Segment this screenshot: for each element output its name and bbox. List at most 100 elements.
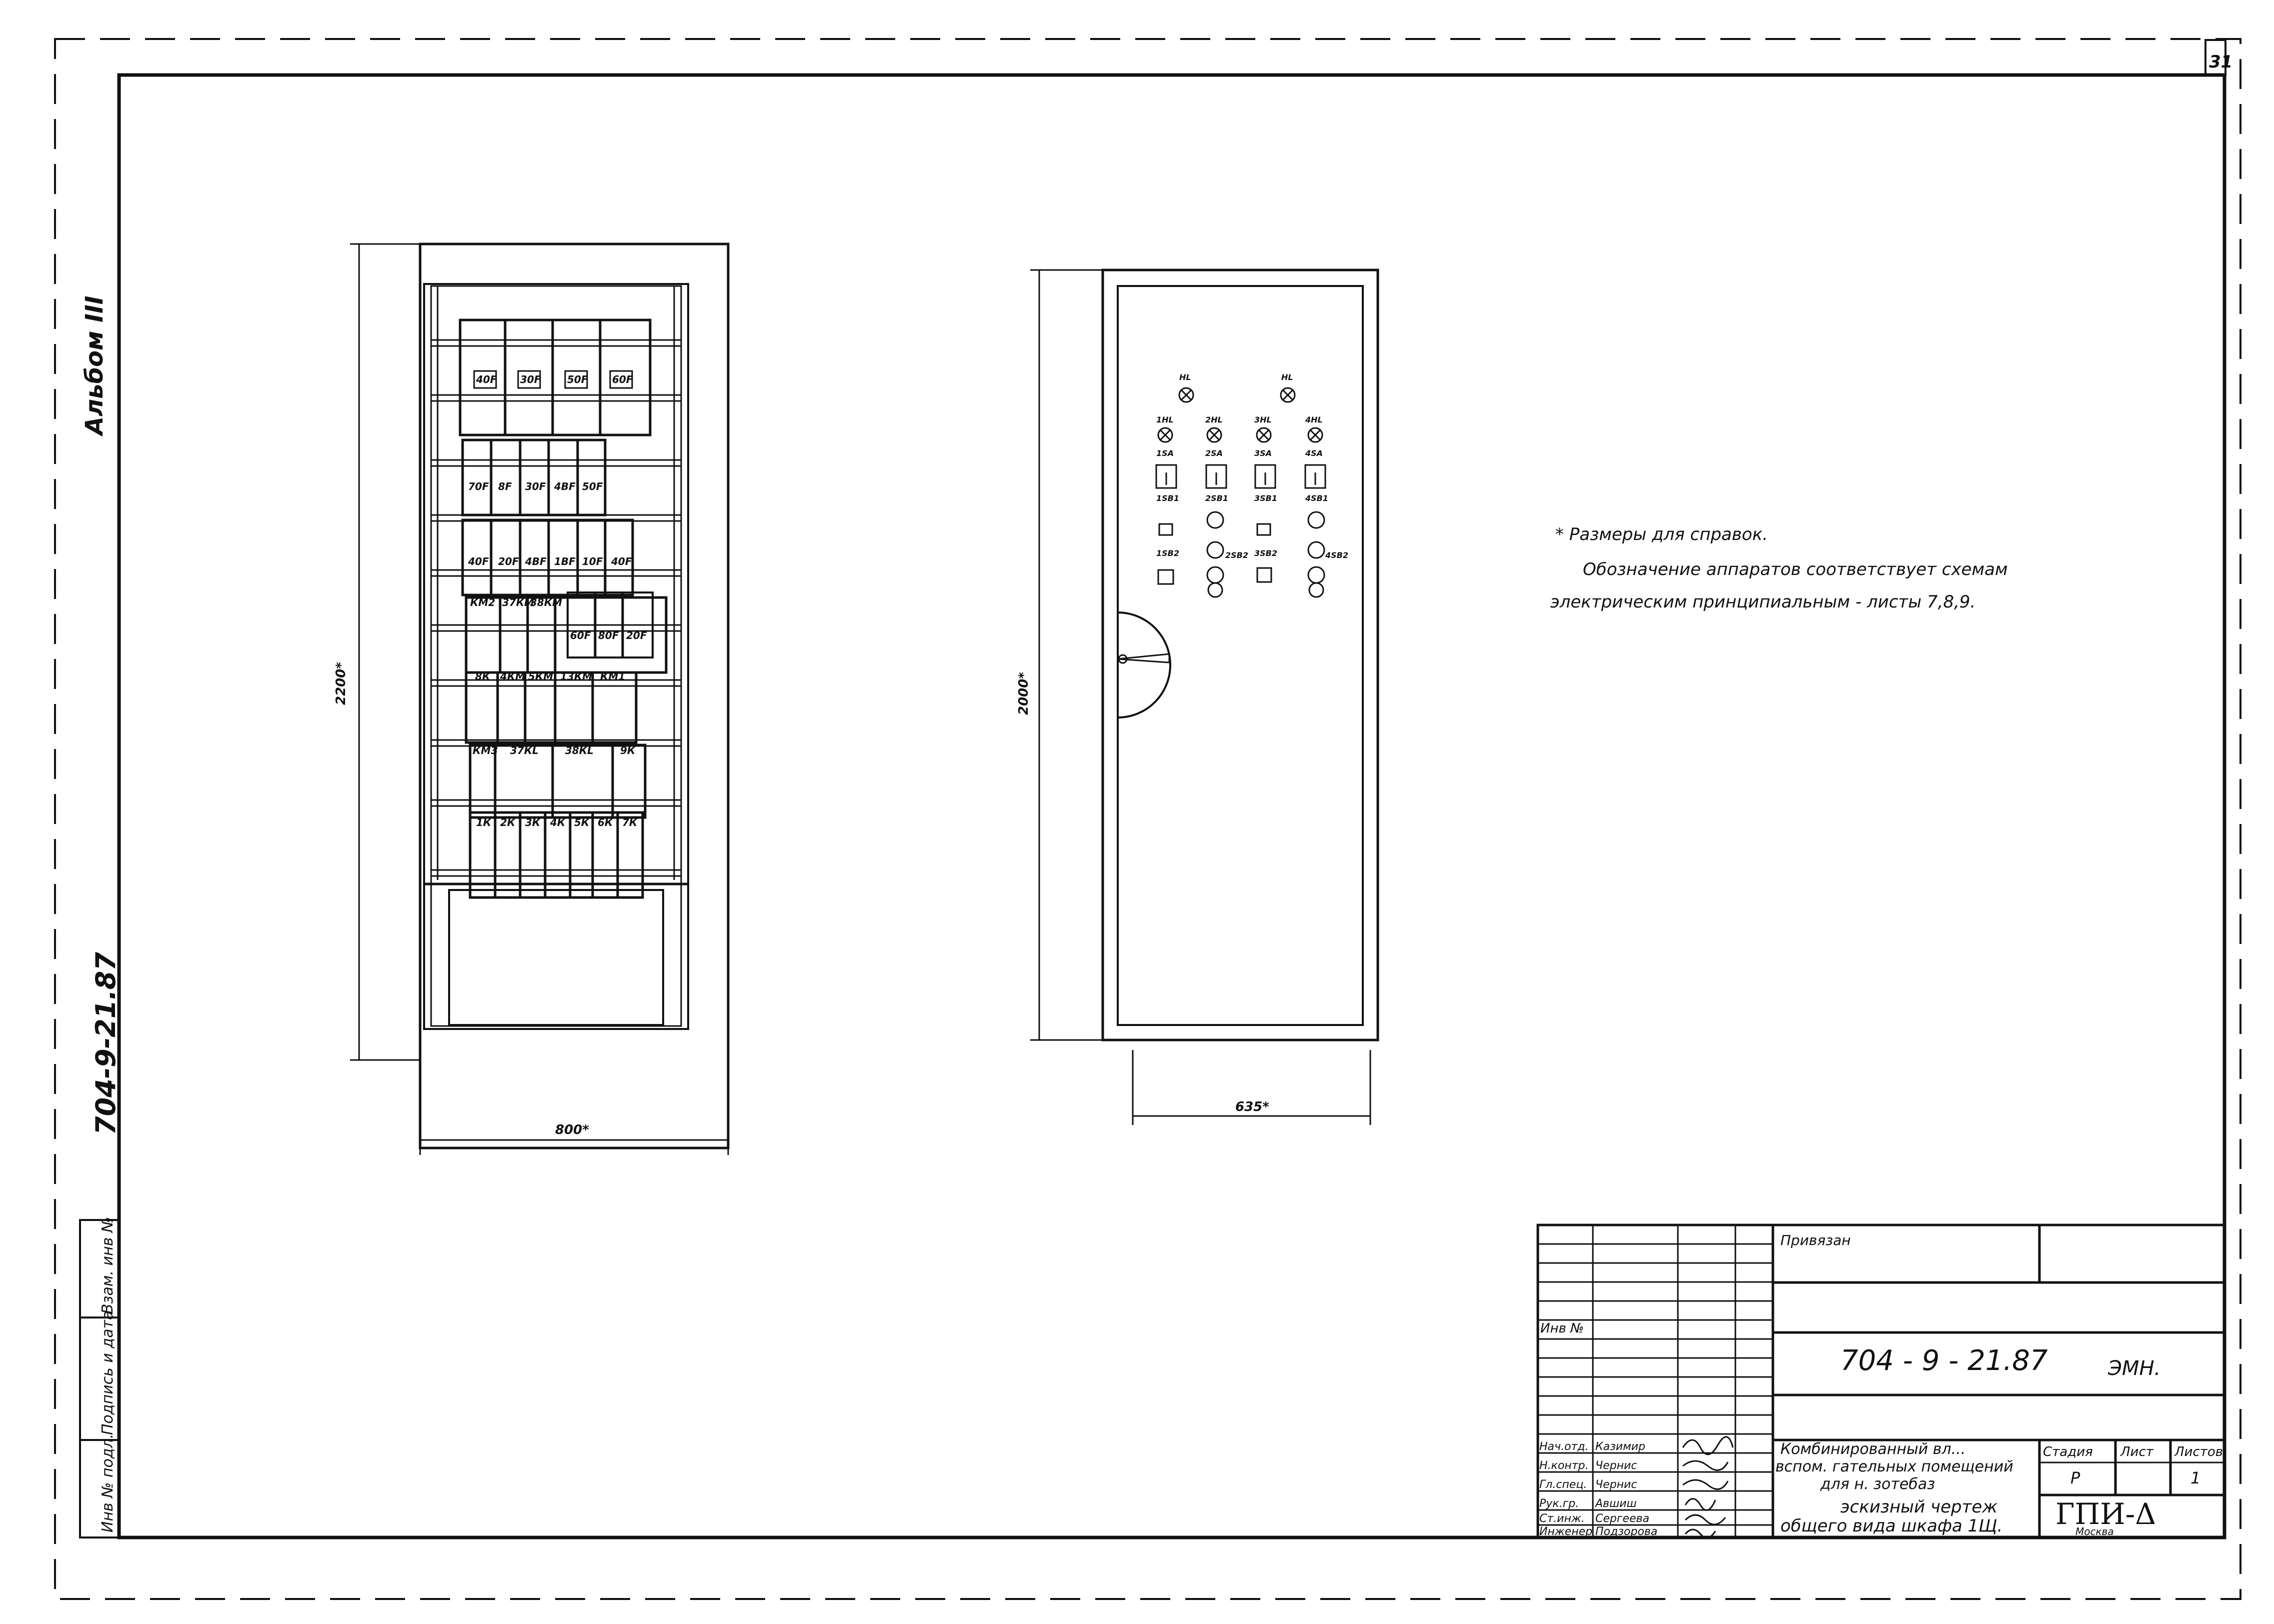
left-height-dimension: 2200* (334, 662, 349, 705)
relay-label: 13КМ (560, 670, 592, 682)
breaker-label: 4BF (525, 556, 547, 568)
device-label: 2SA (1205, 448, 1223, 458)
org-name: ГПИ-Δ (2055, 1497, 2156, 1531)
relay-label: 6К (598, 816, 614, 828)
relay-label: 2К (500, 816, 516, 828)
device-label: 4SA (1305, 448, 1323, 458)
breaker-label: 20F (626, 630, 647, 642)
relay-label: 4КМ (500, 670, 525, 682)
left-width-dimension: 800* (555, 1122, 589, 1138)
side-code: 704-9-21.87 (90, 952, 122, 1135)
breaker-label: 8F (498, 480, 512, 492)
relay-label: 5К (574, 816, 590, 828)
role-label: Нач.отд. (1539, 1440, 1589, 1453)
role-label: Рук.гр. (1539, 1498, 1579, 1510)
role-label: Н.контр. (1539, 1460, 1588, 1472)
breaker-label: 4BF (554, 480, 576, 492)
device-label: 4SB1 (1305, 494, 1328, 503)
relay-label: 38КL (565, 744, 594, 756)
signer-name: Подзорова (1595, 1526, 1657, 1538)
device-label: 1HL (1156, 415, 1174, 424)
relay-label: 8К (475, 670, 491, 682)
breaker-label: 60F (570, 630, 591, 642)
privyazan-label: Привязан (1780, 1232, 1851, 1248)
note-line-3: электрическим принципиальным - листы 7,8… (1550, 592, 1975, 612)
lamp-label: HL (1179, 372, 1191, 382)
device-label: 4HL (1305, 415, 1323, 424)
relay-label: 5КМ (528, 670, 553, 682)
device-label: 1SB2 (1156, 548, 1179, 558)
stage-value: Р (2070, 1468, 2080, 1488)
relay-label: КМ1 (600, 670, 625, 682)
right-height-dimension: 2000* (1016, 672, 1031, 715)
album-label: Альбом III (81, 296, 109, 437)
signature-marks (1682, 1436, 1734, 1539)
relay-label: КМЗ (473, 744, 498, 756)
relay-label: 3К (525, 816, 541, 828)
sheet-number: 31 (2209, 52, 2232, 72)
title-line-2: вспом. гательных помещений (1775, 1458, 2013, 1476)
designation: 704 - 9 - 21.87 (1840, 1344, 2048, 1377)
doc-code: ЭМН. (2107, 1357, 2160, 1380)
breaker-label: 50F (582, 480, 603, 492)
signer-name: Казимир (1595, 1440, 1645, 1453)
contactor-label: КМ2 (470, 596, 495, 608)
device-label: 3SB1 (1254, 494, 1277, 503)
relay-label: 7К (622, 816, 638, 828)
role-label: Гл.спец. (1539, 1478, 1587, 1491)
role-label: Инженер (1539, 1526, 1592, 1538)
contactor-label: 37КМ (502, 596, 534, 608)
relay-label: 1К (476, 816, 492, 828)
stamp-col-1: Инв № подл. (99, 1434, 117, 1532)
drawing-line-2: общего вида шкафа 1Щ. (1780, 1516, 2002, 1536)
relay-label: 37КL (510, 744, 539, 756)
sheet-value: 1 (2190, 1468, 2200, 1488)
breaker-label: 40F (476, 374, 497, 386)
device-label: 3SA (1254, 448, 1272, 458)
org-city: Москва (2075, 1526, 2114, 1538)
breaker-label: 50F (567, 374, 588, 386)
cabinet-door-view (1030, 268, 1379, 1125)
title-line-3: для н. зотебаз (1820, 1476, 1935, 1493)
breaker-label: 40F (468, 556, 489, 568)
device-label: 4SB2 (1325, 550, 1348, 560)
signer-name: Сергеева (1595, 1512, 1649, 1525)
breaker-label: 60F (612, 374, 633, 386)
stamp-col-3: Взам. инв № (99, 1217, 117, 1314)
breaker-label: 1BF (554, 556, 576, 568)
breaker-label: 10F (582, 556, 603, 568)
stage-header: Стадия (2043, 1444, 2093, 1460)
note-line-1: * Размеры для справок. (1555, 524, 1768, 544)
device-label: 3HL (1254, 415, 1272, 424)
title-block-grid (1536, 1224, 2226, 1539)
breaker-label: 20F (498, 556, 519, 568)
role-label: Ст.инж. (1539, 1512, 1585, 1525)
stamp-col-2: Подпись и дата (99, 1311, 117, 1436)
breaker-label: 70F (468, 480, 489, 492)
title-line-1: Комбинированный вл... (1780, 1440, 1965, 1458)
drawing-line-1: эскизный чертеж (1840, 1497, 1997, 1517)
signer-name: Авшиш (1594, 1498, 1637, 1510)
breaker-label: 40F (611, 556, 632, 568)
inv-label: Инв № (1540, 1321, 1584, 1336)
cabinet-interior-view (350, 242, 730, 1155)
relay-label: 9К (620, 744, 636, 756)
breaker-label: 30F (520, 374, 541, 386)
device-label: 2HL (1205, 415, 1223, 424)
device-label: 2SB1 (1205, 494, 1228, 503)
relay-label: 4К (550, 816, 566, 828)
lamp-label: HL (1281, 372, 1293, 382)
contactor-label: 38КМ (530, 596, 562, 608)
device-label: 1SB1 (1156, 494, 1179, 503)
sheets-header: Листов (2174, 1444, 2223, 1460)
device-label: 2SB2 (1225, 550, 1248, 560)
device-label: 3SB2 (1254, 548, 1277, 558)
signer-name: Чернис (1595, 1460, 1637, 1472)
note-line-2: Обозначение аппаратов соответствует схем… (1583, 560, 2008, 580)
breaker-label: 30F (525, 480, 546, 492)
right-width-dimension: 635* (1235, 1100, 1269, 1114)
breaker-label: 80F (598, 630, 619, 642)
signer-name: Чернис (1595, 1478, 1637, 1491)
sheet-header: Лист (2120, 1444, 2154, 1460)
